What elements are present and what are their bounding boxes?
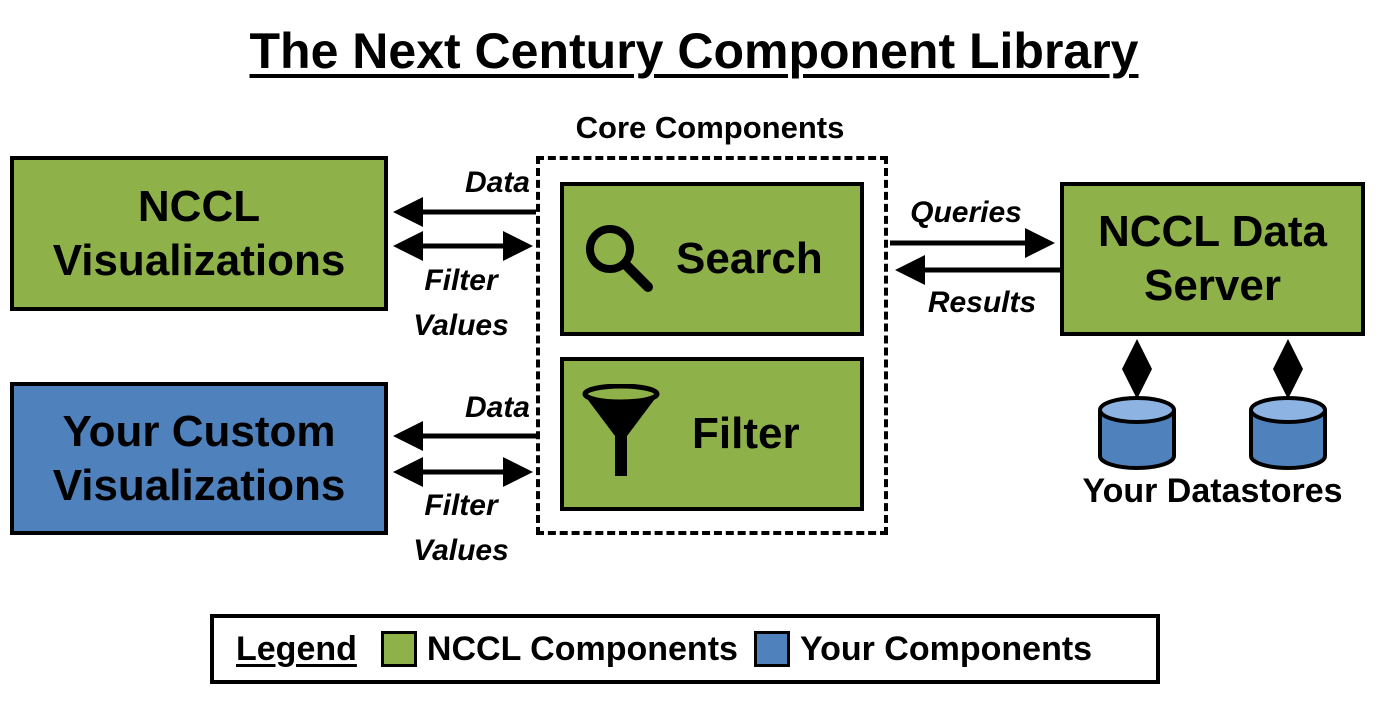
legend-swatch-yours (753, 631, 790, 667)
search-box: Search (560, 182, 864, 336)
diagram-title: The Next Century Component Library (0, 22, 1388, 80)
diagram-title-text: The Next Century Component Library (249, 23, 1139, 79)
data-server-line1: NCCL Data (1097, 207, 1327, 257)
nccl-visualizations-box: NCCL Visualizations (10, 156, 388, 311)
legend-title: Legend (236, 629, 357, 668)
filter-values-label-top: Filter Values (396, 258, 526, 348)
legend-swatch-nccl (380, 631, 417, 667)
data-server-line2: Server (1143, 261, 1281, 310)
datastores-label: Your Datastores (1082, 472, 1343, 510)
filter-values-bottom-line2: Values (413, 534, 509, 567)
filter-values-top-line1: Filter (424, 264, 498, 297)
data-server-box: NCCL Data Server (1060, 182, 1365, 336)
filter-box: Filter (560, 357, 864, 511)
custom-visualizations-line2: Visualizations (52, 460, 346, 510)
filter-label: Filter (692, 409, 800, 458)
legend-label-nccl: NCCL Components (426, 629, 738, 668)
nccl-visualizations-line1: NCCL (137, 181, 261, 231)
nccl-visualizations-line2: Visualizations (52, 235, 346, 285)
legend: Legend NCCL Components Your Components (210, 614, 1160, 684)
queries-label: Queries (910, 196, 1022, 229)
cylinder-icon (1249, 396, 1327, 470)
custom-visualizations-line1: Your Custom (62, 406, 336, 456)
data-label-bottom: Data (464, 391, 530, 424)
core-components-label: Core Components (575, 110, 845, 145)
data-label-top: Data (464, 166, 530, 199)
filter-values-bottom-line1: Filter (424, 489, 498, 522)
results-label: Results (927, 286, 1037, 319)
filter-values-label-bottom: Filter Values (396, 483, 526, 573)
funnel-icon (582, 384, 660, 484)
legend-label-yours: Your Components (799, 629, 1093, 668)
filter-values-top-line2: Values (413, 309, 509, 342)
core-components-frame (536, 156, 888, 535)
cylinder-icon (1098, 396, 1176, 470)
search-label: Search (676, 234, 823, 283)
magnifier-icon (582, 221, 658, 297)
custom-visualizations-box: Your Custom Visualizations (10, 382, 388, 535)
